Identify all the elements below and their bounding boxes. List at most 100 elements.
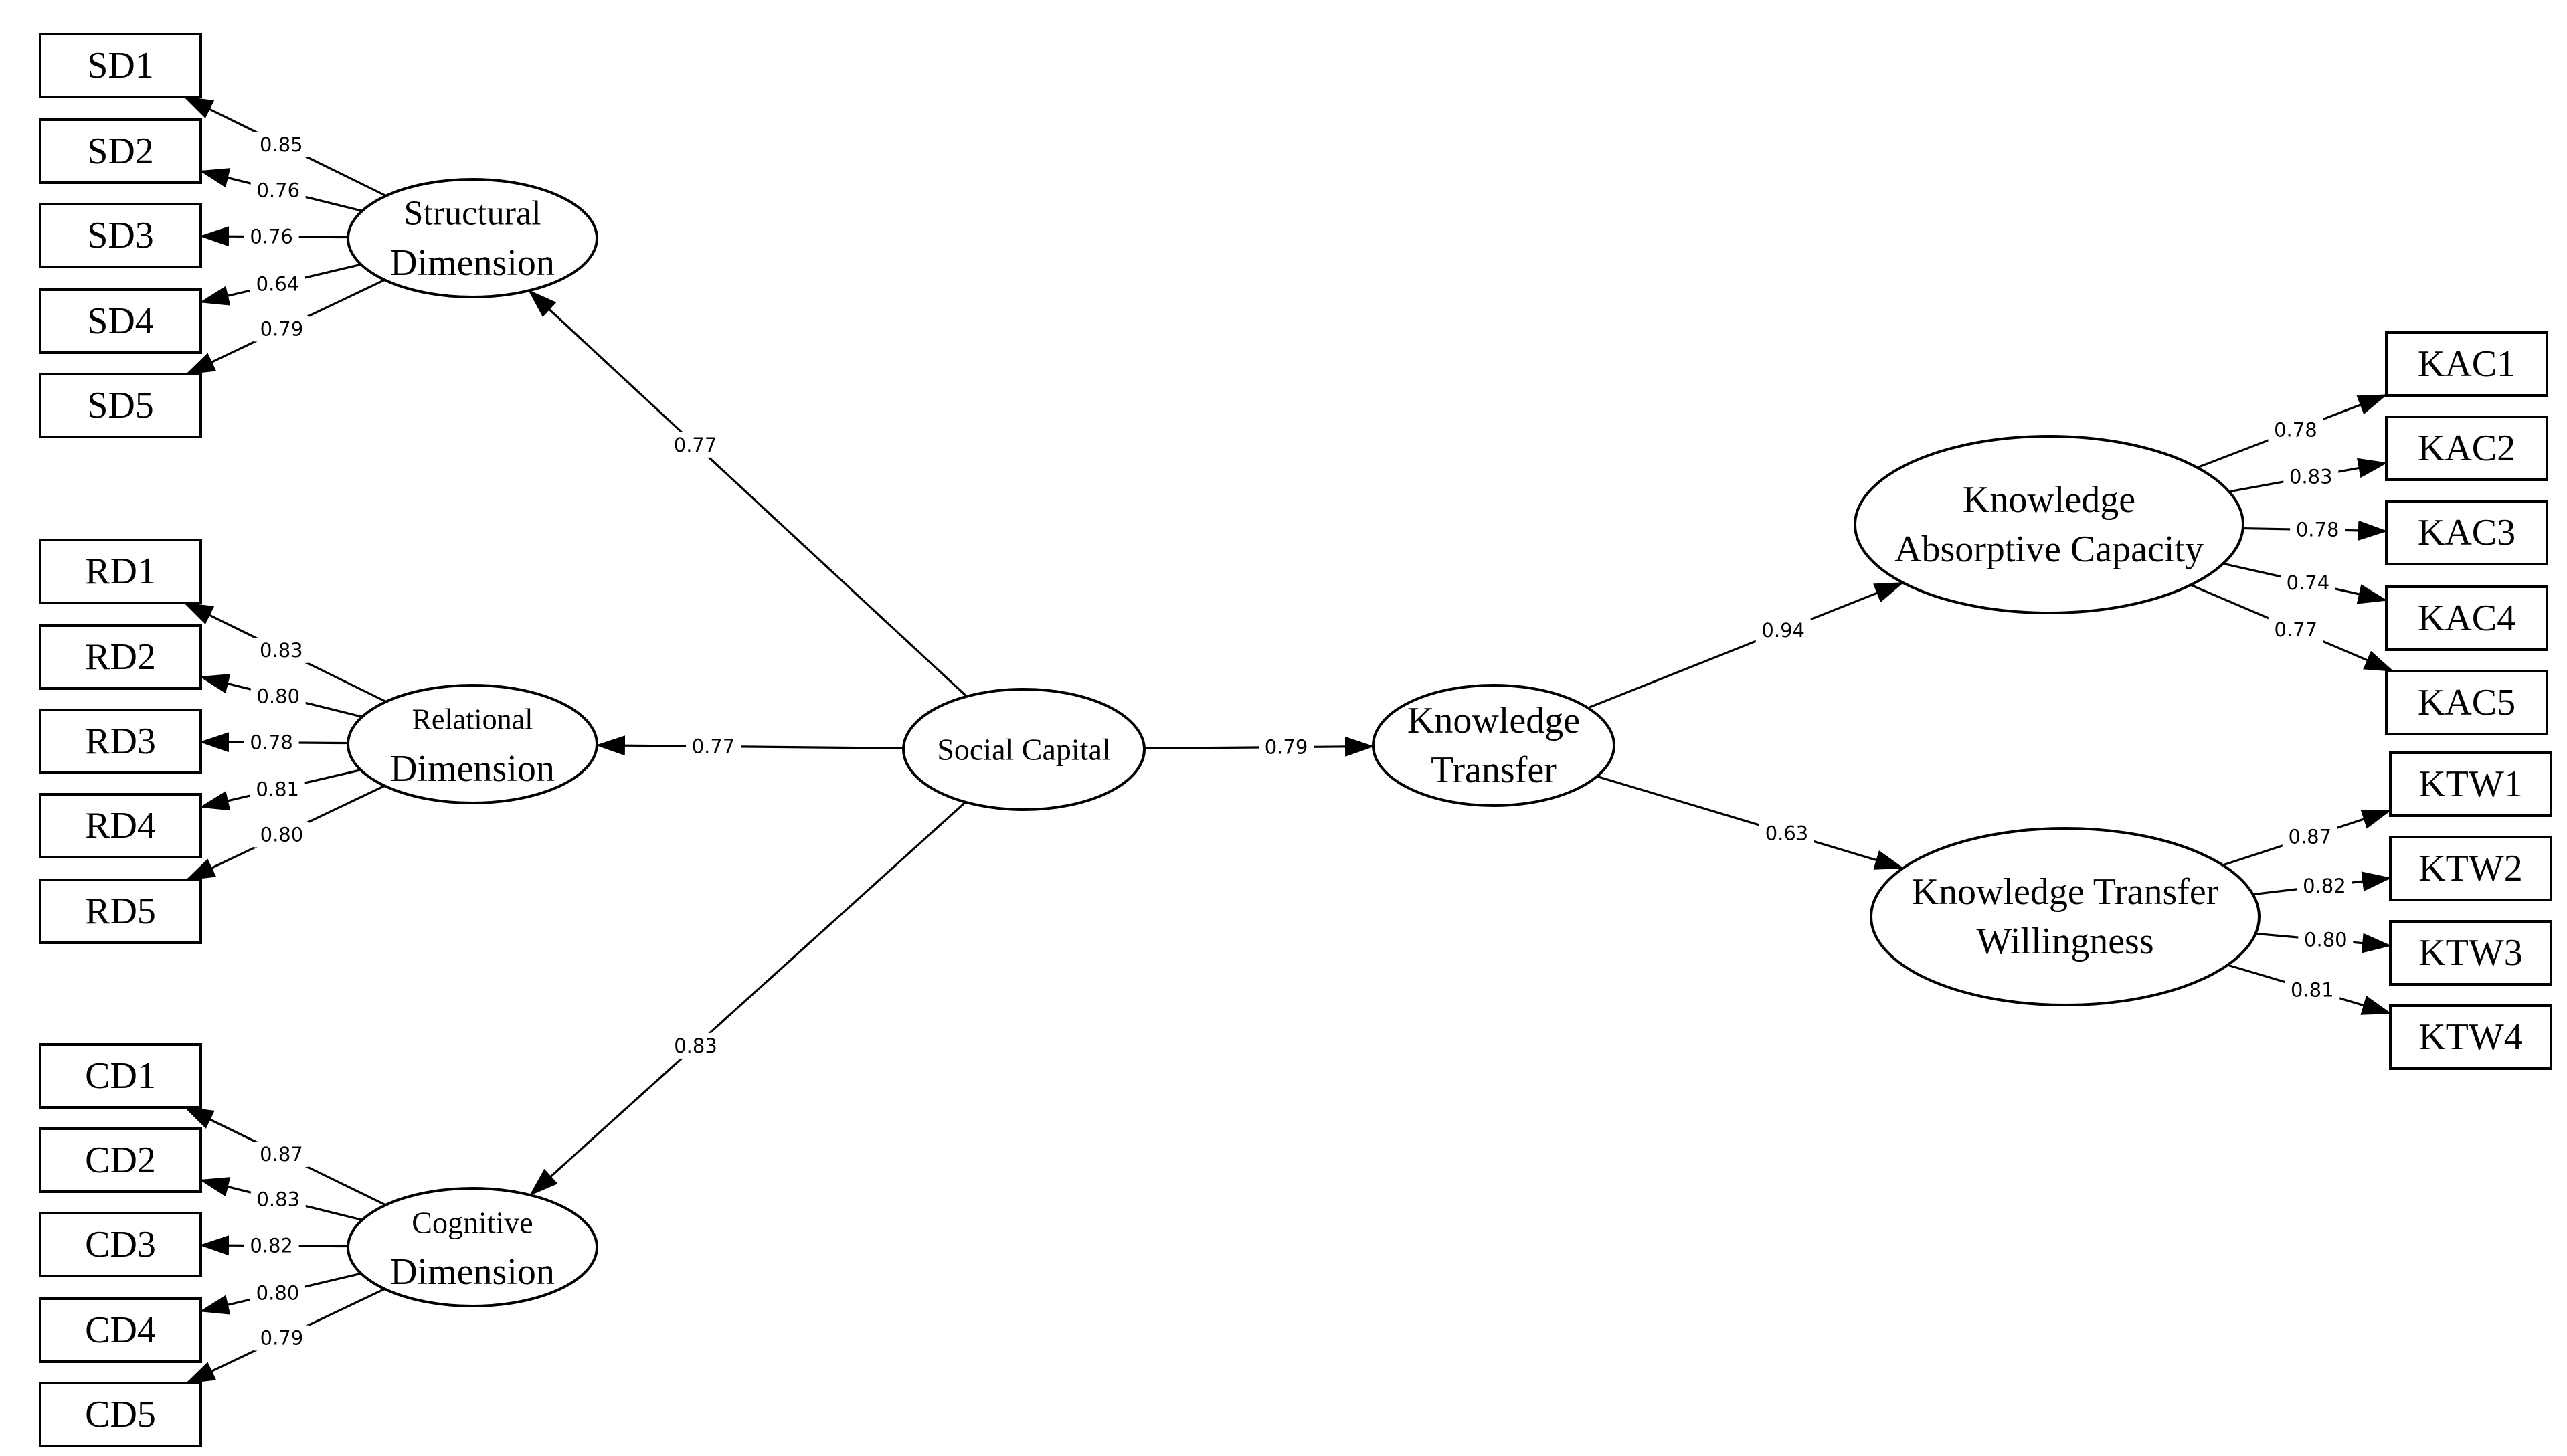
- loading-weight-label-bg: [254, 1325, 309, 1351]
- loading-weight-label: 0.78: [2274, 418, 2317, 441]
- indicator-box: [2385, 500, 2548, 565]
- weight-labels-layer: 0.770.770.830.790.940.630.850.760.760.64…: [244, 131, 2354, 1351]
- indicator-box: [39, 33, 202, 98]
- indicator-label: SD4: [87, 300, 154, 342]
- loading-weight-label-bg: [244, 1233, 299, 1259]
- latent-label-line: Dimension: [390, 748, 555, 790]
- loading-weight-label-bg: [254, 316, 309, 342]
- latent-label-line: Knowledge: [1407, 700, 1580, 741]
- loading-weight-label-bg: [244, 729, 299, 755]
- indicator-label: RD4: [85, 805, 156, 846]
- indicator-label: SD1: [87, 45, 154, 86]
- indicator-node-cd5: CD5: [39, 1382, 202, 1447]
- indicator-label: CD1: [85, 1055, 156, 1097]
- latent-ellipse: [347, 178, 598, 298]
- path-weight-label: 0.94: [1761, 619, 1805, 642]
- latent-label-line: Social Capital: [937, 733, 1110, 767]
- indicator-label: RD5: [85, 891, 156, 932]
- loading-weight-label-bg: [2282, 824, 2337, 850]
- loading-weight-label-bg: [2280, 569, 2335, 596]
- indicator-label: KAC1: [2418, 343, 2515, 385]
- path-weight-label: 0.83: [674, 1034, 717, 1057]
- path-weight-label-bg: [686, 733, 741, 759]
- indicator-box: [2389, 836, 2552, 901]
- indicator-label: KTW3: [2418, 932, 2523, 974]
- indicator-node-cd2: CD2: [39, 1127, 202, 1193]
- latent-ellipse: [1870, 827, 2261, 1006]
- loading-weight-label: 0.81: [256, 778, 299, 801]
- nodes-layer: StructuralDimensionRelationalDimensionCo…: [39, 33, 2552, 1447]
- loading-weight-label: 0.76: [256, 179, 300, 201]
- path-arrow-SC-RD_L: [595, 735, 904, 756]
- loading-weight-label-bg: [2285, 977, 2340, 1003]
- loading-weight-label-bg: [254, 131, 309, 157]
- indicator-node-rd3: RD3: [39, 709, 202, 774]
- loading-weight-label-bg: [254, 1142, 309, 1168]
- path-arrow-SC-CD_L: [529, 801, 966, 1196]
- path-arrow-SC-SD_L: [528, 290, 968, 697]
- indicator-node-rd2: RD2: [39, 624, 202, 690]
- indicator-label: CD4: [85, 1309, 156, 1351]
- latent-label-line: Structural: [404, 195, 541, 233]
- indicator-node-rd1: RD1: [39, 539, 202, 604]
- path-weight-label-bg: [1759, 820, 1814, 846]
- path-weight-label: 0.63: [1765, 822, 1809, 844]
- latent-label-line: Dimension: [390, 1251, 555, 1293]
- path-arrow-KT-KAC_L: [1587, 581, 1905, 709]
- loading-weight-label-bg: [250, 1280, 305, 1306]
- indicator-label: RD3: [85, 721, 156, 762]
- latent-ellipse: [1854, 435, 2244, 614]
- path-weight-label-bg: [668, 432, 723, 458]
- loading-weight-label: 0.64: [256, 273, 300, 296]
- latent-label-line: Dimension: [390, 242, 555, 284]
- indicator-node-kac2: KAC2: [2385, 416, 2548, 481]
- indicator-label: CD5: [85, 1394, 156, 1435]
- loading-weight-label-bg: [254, 822, 309, 848]
- indicator-label: KTW2: [2418, 848, 2523, 889]
- indicator-label: KAC5: [2418, 682, 2515, 723]
- loading-weight-label: 0.83: [256, 1188, 300, 1210]
- indicator-box: [39, 1043, 202, 1109]
- indicator-node-kac3: KAC3: [2385, 500, 2548, 565]
- loading-weight-label: 0.82: [250, 1235, 293, 1257]
- indicator-node-ktw3: KTW3: [2389, 920, 2552, 986]
- indicator-node-ktw4: KTW4: [2389, 1004, 2552, 1070]
- indicator-box: [2385, 670, 2548, 735]
- loading-weight-label: 0.80: [256, 1282, 300, 1305]
- indicator-label: CD2: [85, 1140, 156, 1181]
- indicator-box: [39, 709, 202, 774]
- path-arrow-SC-KT: [1144, 736, 1375, 757]
- indicator-node-kac1: KAC1: [2385, 331, 2548, 397]
- loading-weight-label: 0.77: [2274, 618, 2317, 641]
- indicator-box: [2389, 920, 2552, 986]
- indicator-node-sd5: SD5: [39, 373, 202, 438]
- indicator-box: [2385, 416, 2548, 481]
- path-arrow-KT-KTW_L: [1596, 775, 1905, 870]
- loading-weight-label-bg: [250, 776, 305, 802]
- indicator-box: [39, 203, 202, 268]
- indicator-label: KTW4: [2418, 1016, 2523, 1058]
- loading-weight-label: 0.82: [2303, 875, 2346, 897]
- loading-weight-label: 0.79: [260, 317, 304, 340]
- loading-weight-label-bg: [254, 637, 309, 663]
- loading-weight-label: 0.80: [260, 823, 304, 846]
- indicator-node-ktw2: KTW2: [2389, 836, 2552, 901]
- indicator-label: KAC4: [2418, 598, 2515, 639]
- loading-weight-label-bg: [250, 177, 306, 203]
- loading-weight-label-bg: [250, 683, 306, 709]
- latent-label-line: Relational: [412, 703, 533, 736]
- latent-ellipse: [902, 688, 1146, 811]
- latent-node-sc: Social Capital: [902, 688, 1146, 811]
- indicator-node-sd4: SD4: [39, 288, 202, 354]
- latent-label-line: Knowledge: [1963, 479, 2135, 521]
- indicator-box: [2385, 331, 2548, 397]
- path-weight-label: 0.77: [674, 434, 717, 456]
- loading-weight-label: 0.78: [250, 731, 293, 754]
- indicator-box: [2389, 1004, 2552, 1070]
- latent-ellipse: [1372, 684, 1615, 807]
